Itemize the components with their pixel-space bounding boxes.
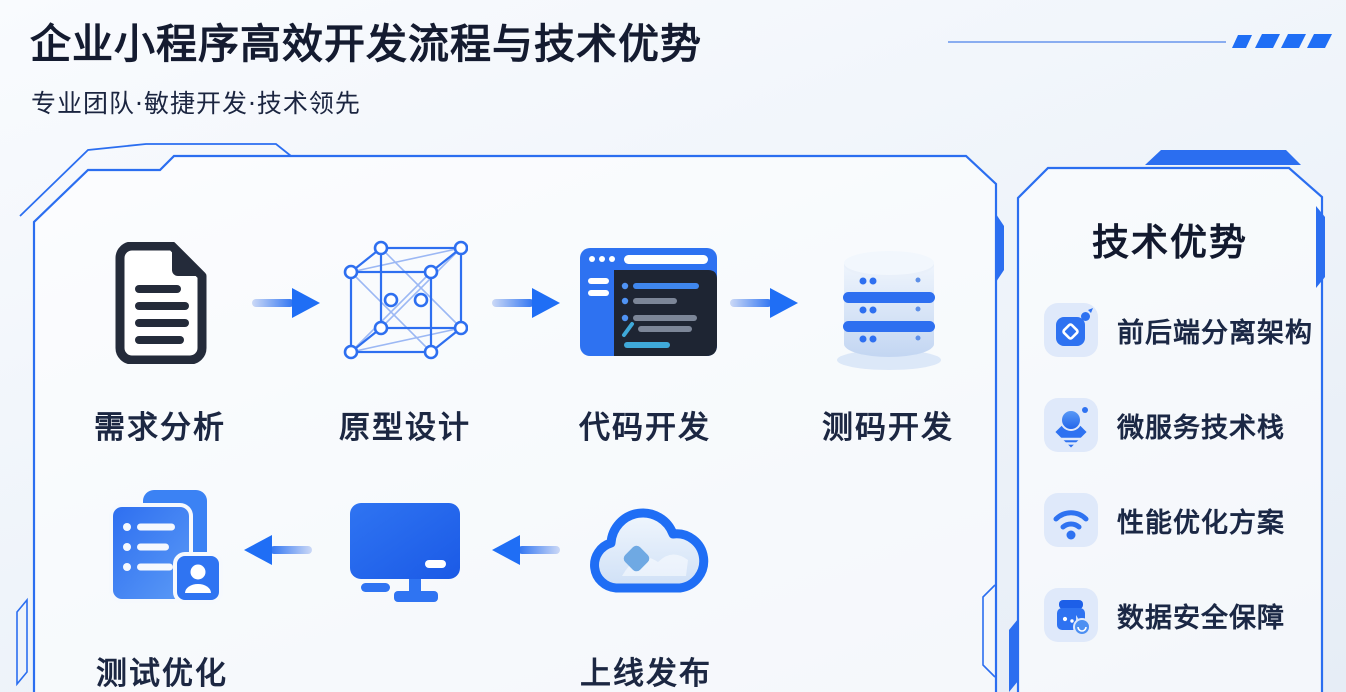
sidebar-item-architecture: 前后端分离架构 xyxy=(1044,303,1313,357)
icon-tile xyxy=(1044,588,1098,642)
wireframe-cube-icon xyxy=(343,240,468,360)
sidebar-item-performance: 性能优化方案 xyxy=(1044,493,1285,547)
sidebar-item-security: 数据安全保障 xyxy=(1044,588,1285,642)
right-edge-notch xyxy=(982,584,996,678)
sidebar-right-bar xyxy=(1316,206,1325,288)
page-title: 企业小程序高效开发流程与技术优势 xyxy=(30,20,702,68)
sidebar-left-bar xyxy=(1009,619,1018,692)
step-label: 测码开发 xyxy=(822,410,954,446)
icon-tile xyxy=(1044,398,1098,452)
frontend-backend-icon xyxy=(1056,308,1093,346)
left-edge-notch xyxy=(16,597,28,687)
sidebar-top-banner xyxy=(1145,150,1301,165)
icon-tile xyxy=(1044,493,1098,547)
document-icon xyxy=(115,242,207,364)
process-panel-border xyxy=(32,154,998,692)
step-label: 测试优化 xyxy=(96,656,228,692)
icon-tile xyxy=(1044,303,1098,357)
monitor-icon xyxy=(350,503,460,602)
step-label: 代码开发 xyxy=(579,410,711,446)
code-window-icon xyxy=(580,248,717,356)
process-panel-outer-line xyxy=(19,143,292,217)
arrow-right-icon xyxy=(252,288,320,318)
step-release xyxy=(582,496,712,602)
arrow-left-2 xyxy=(490,532,560,568)
title-dash-decoration xyxy=(1232,34,1332,48)
arrow-left-icon xyxy=(244,535,312,565)
arrow-right-3 xyxy=(730,285,800,321)
performance-wifi-icon xyxy=(1053,510,1089,540)
arrow-right-1 xyxy=(252,285,322,321)
sidebar-item-microservices: 微服务技术栈 xyxy=(1044,398,1285,452)
page-subtitle: 专业团队·敏捷开发·技术领先 xyxy=(31,89,361,118)
sidebar-item-label: 数据安全保障 xyxy=(1117,602,1285,634)
step-requirements xyxy=(112,242,210,364)
sidebar-panel-fill xyxy=(1018,168,1322,692)
step-label: 上线发布 xyxy=(580,656,712,692)
process-panel-fill xyxy=(34,156,996,692)
database-icon xyxy=(837,251,941,370)
sidebar-item-label: 微服务技术栈 xyxy=(1117,412,1285,444)
microservices-icon xyxy=(1055,407,1088,448)
test-report-icon xyxy=(109,490,223,604)
cloud-icon xyxy=(590,508,709,593)
arrow-right-2 xyxy=(492,285,562,321)
step-data xyxy=(830,243,948,373)
step-testing xyxy=(103,490,225,608)
right-edge-bar xyxy=(996,214,1004,282)
sidebar-title: 技术优势 xyxy=(1092,221,1248,264)
sidebar-item-label: 性能优化方案 xyxy=(1117,507,1285,539)
arrow-right-icon xyxy=(492,288,560,318)
arrow-right-icon xyxy=(730,288,798,318)
step-label: 需求分析 xyxy=(94,410,226,446)
step-deploy-monitor xyxy=(348,503,463,603)
step-prototype xyxy=(343,240,468,365)
arrow-left-icon xyxy=(492,535,560,565)
sidebar-item-label: 前后端分离架构 xyxy=(1117,317,1313,349)
step-label: 原型设计 xyxy=(339,410,471,446)
step-coding xyxy=(580,248,717,356)
data-security-icon xyxy=(1057,600,1091,636)
arrow-left-1 xyxy=(242,532,312,568)
